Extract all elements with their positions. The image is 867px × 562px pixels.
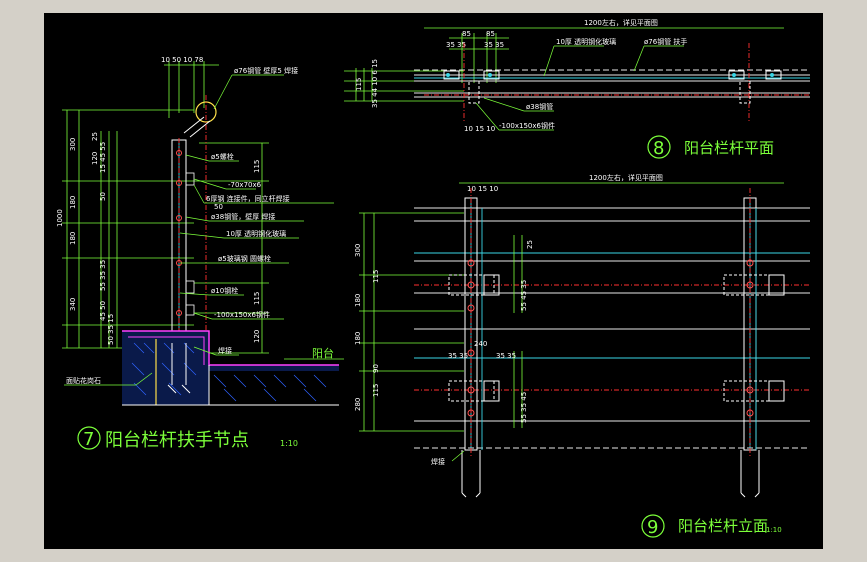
dim-180a: 180 [69,196,77,209]
d9-dim-115b: 115 [372,384,380,397]
detail8-number: 8 [653,138,664,159]
d9-idim-554535: 55 45 35 [520,280,528,311]
detail7-top-dims: 10 50 10 78 [161,56,203,64]
d9-dim-280: 280 [354,398,362,411]
dim-300: 300 [69,138,77,151]
note7-bolt: ø5螺栓 [211,152,234,161]
rdim-120: 120 [253,330,261,343]
note7-steelpart: -100x150x6钢件 [214,310,270,319]
d8-dim-stack: 35 44 10 6 15 [371,59,379,108]
note8-steel: -100x150x6钢件 [499,121,555,130]
rdim-115a: 115 [253,160,261,173]
d9-idim-25: 25 [526,240,534,249]
cad-canvas: 10 50 10 78 1000 300 180 180 340 25 120 … [44,13,823,549]
detail8-top-note: 1200左右，详见平面图 [584,18,658,27]
note8-tube: ø38钢管 [526,102,553,111]
dim-50: 50 [99,192,107,201]
cad-drawing: 10 50 10 78 1000 300 180 180 340 25 120 … [56,18,810,538]
dim-154555: 15 45 55 [99,142,107,173]
detail9-scale: 1:10 [766,526,782,534]
detail7-number: 7 [83,429,94,450]
dim-120: 120 [91,152,99,165]
dim-25: 25 [91,132,99,141]
detail8-title: 阳台栏杆平面 [684,139,774,157]
note7-balcony: 阳台 [312,346,334,360]
dim-1000: 1000 [56,209,64,227]
d8-dim-3535b: 35 35 [484,41,504,49]
note7-plate: -70x70x6 [228,181,262,189]
d9-dim-90: 90 [372,364,380,373]
detail7-title: 阳台栏杆扶手节点 [105,430,249,451]
note7-granite: 面贴花岗石 [66,376,101,385]
d9-dim-180a: 180 [354,294,362,307]
d8-bottom-dims: 10 15 10 [464,125,495,133]
d9-dim-300: 300 [354,244,362,257]
d8-dim-85b: 85 [486,30,495,38]
detail9-number: 9 [647,517,658,538]
d9-idim-240: 240 [474,340,487,348]
note7-pin: ø10钢栓 [211,286,238,295]
detail9-top-note: 1200左右，详见平面图 [589,173,663,182]
dim-503515: 50 35 15 [107,314,115,345]
d9-weld: 焊接 [431,457,445,466]
note7-tube38: ø38钢管，壁厚 焊接 [211,212,275,221]
d9-idim-3535a: 35 35 [496,352,516,360]
detail7-scale: 1:10 [280,439,298,448]
d9-dim-115a: 115 [372,270,380,283]
d9-idim-3535b: 35 35 [448,352,468,360]
d9-top-dims: 10 15 10 [467,185,498,193]
note8-handrail: ø76钢管 扶手 [644,37,687,46]
detail8-plan: 1200左右，详见平面图 85 85 35 35 35 35 115 35 44… [344,18,810,159]
detail7-section: 10 50 10 78 1000 300 180 180 340 25 120 … [56,56,344,451]
note7-handrail: ø76钢管 壁厚5 焊接 [234,66,298,75]
note7-weld: 焊接 [218,346,232,355]
dim-4550: 45 50 [99,301,107,321]
note7-glass-bolt: ø5玻璃钢 圆螺栓 [218,254,271,263]
note8-glass: 10厚 透明钢化玻璃 [556,37,616,46]
note7-glass: 10厚 透明钢化玻璃 [226,229,286,238]
detail8-bubble [647,135,671,159]
dim-553535: 55 35 35 [99,260,107,291]
d8-dim-85a: 85 [462,30,471,38]
detail9-elevation: 1200左右，详见平面图 10 15 10 300 115 180 180 11… [354,173,810,538]
detail7-bubble [77,426,101,450]
note7-connector: 6厚钢 连接件，同立杆焊接 [206,194,290,203]
d8-dim-3535a: 35 35 [446,41,466,49]
rdim-50: 50 [214,203,223,211]
detail9-bubble [641,514,665,538]
d9-dim-180b: 180 [354,332,362,345]
dim-340: 340 [69,298,77,311]
dim-180b: 180 [69,232,77,245]
d8-dim-115: 115 [355,78,363,91]
rdim-115b: 115 [253,292,261,305]
detail9-title: 阳台栏杆立面 [678,517,768,535]
d9-idim-553545: 55 35 45 [520,392,528,423]
